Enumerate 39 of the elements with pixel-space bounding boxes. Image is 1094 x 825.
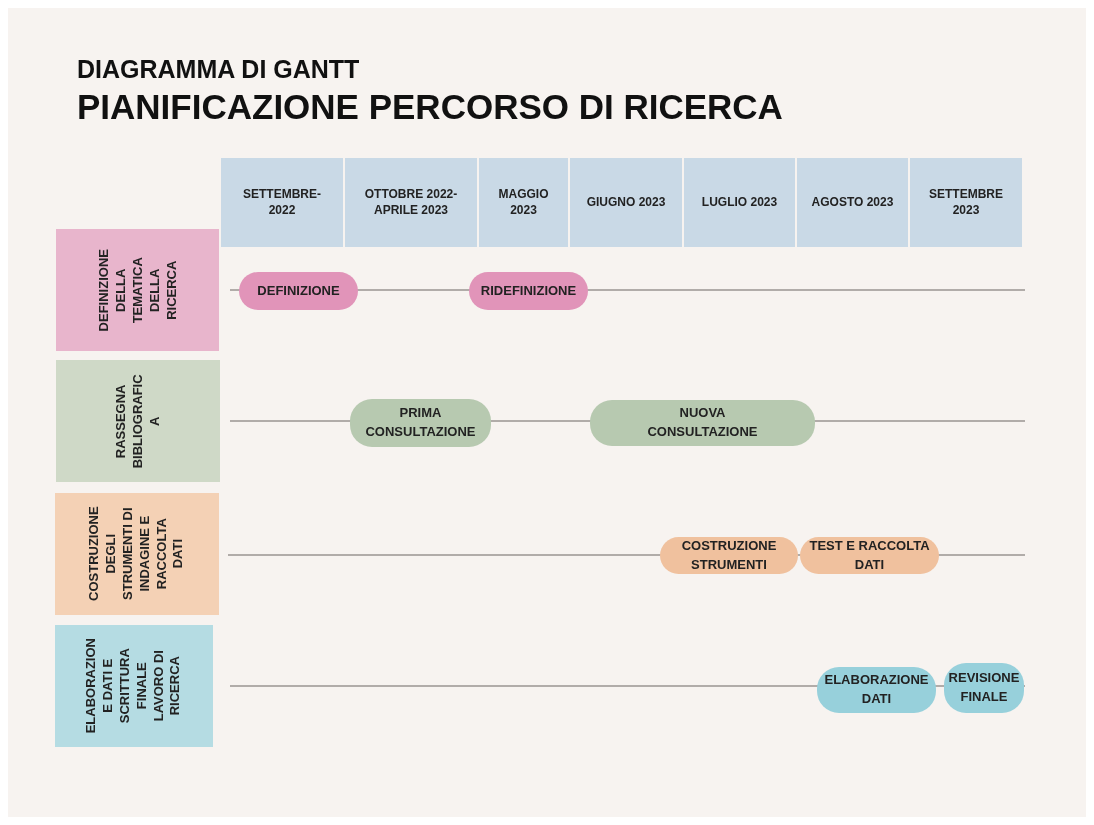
task-pill [350,399,491,447]
month-header [345,158,477,247]
month-header [221,158,343,247]
month-label: GIUGNO 2023 [586,194,666,211]
month-header [797,158,908,247]
month-label: AGOSTO 2023 [811,194,894,211]
month-header [684,158,795,247]
month-label: MAGGIO 2023 [497,186,550,219]
task-label: TEST E RACCOLTA DATI [808,536,931,574]
title: DIAGRAMMA DI GANTT [77,56,360,84]
task-pill [469,272,588,310]
task-pill [944,663,1024,713]
category-label: DEFINIZIONE DELLA TEMATICA DELLA RICERCA [95,247,179,334]
task-label: REVISIONE FINALE [947,669,1021,706]
task-label: DEFINIZIONE [257,281,340,300]
title: PIANIFICAZIONE PERCORSO DI RICERCA [77,88,783,127]
task-pill [817,667,936,713]
category-box [56,229,219,351]
month-label: SETTEMBRE-2022 [242,186,322,219]
month-header [479,158,568,247]
task-label: RIDEFINIZIONE [480,281,577,300]
category-box [56,360,220,482]
category-box [55,493,219,615]
category-label: ELABORAZIONE DATI E SCRITTURA FINALE LAVORO DI RICERCA [83,638,184,734]
task-label: NUOVA CONSULTAZIONE [646,404,759,441]
month-header [570,158,682,247]
category-label: COSTRUZIONE DEGLI STRUMENTI DI INDAGINE E RACCOLTA DATI [86,506,187,602]
month-header [910,158,1022,247]
category-box [55,625,213,747]
task-label: COSTRUZIONE STRUMENTI [680,536,778,574]
task-pill [590,400,815,446]
month-label: SETTEMBRE 2023 [928,186,1004,219]
task-label: ELABORAZIONE DATI [823,671,930,708]
task-pill [660,537,798,574]
task-label: PRIMA CONSULTAZIONE [364,404,477,441]
month-label: LUGLIO 2023 [701,194,778,211]
task-pill [239,272,358,310]
category-label: RASSEGNA BIBLIOGRAFICA [112,373,163,469]
month-label: OTTOBRE 2022-APRILE 2023 [363,186,459,219]
